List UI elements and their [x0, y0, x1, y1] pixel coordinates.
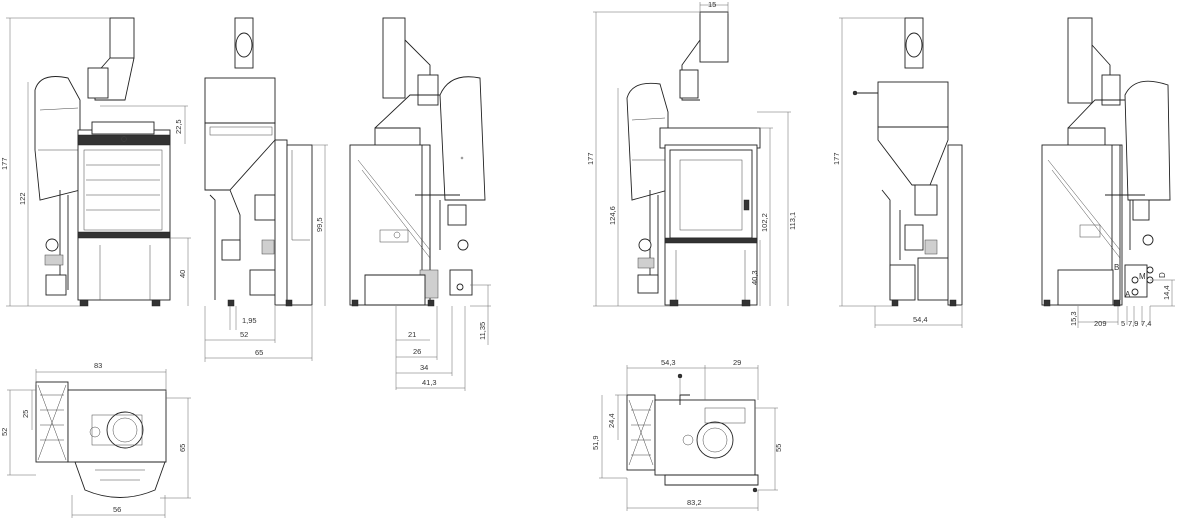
dim-52-a: 52 — [240, 330, 248, 339]
view-side-left-hopper: 177 122 22,5 40 — [0, 17, 191, 307]
view-top-left: 83 25 52 65 56 — [0, 361, 191, 518]
dim-21: 21 — [408, 330, 416, 339]
dim-65-b: 65 — [178, 444, 187, 452]
dim-124-6: 124,6 — [608, 206, 617, 225]
connection-label-a: A — [1125, 290, 1131, 299]
dim-5: 5 — [1121, 319, 1125, 328]
dim-14-4: 14,4 — [1162, 285, 1171, 300]
view-side-right-hopper: 21 26 34 41,3 11,35 — [349, 17, 491, 391]
dim-56: 56 — [113, 505, 121, 514]
dim-102-2: 102,2 — [760, 213, 769, 232]
dim-29: 29 — [733, 358, 741, 367]
view-front-cone: 177 54,4 — [832, 17, 963, 328]
view-top-middle: 54,3 29 24,4 51,9 55 83,2 — [591, 358, 783, 511]
dim-1-95: 1,95 — [242, 316, 257, 325]
connection-label-d: D — [1158, 272, 1167, 278]
dim-7-9: 7,9 — [1128, 319, 1138, 328]
dim-113-1: 113,1 — [788, 212, 797, 230]
dim-24-4: 24,4 — [607, 413, 616, 428]
dim-7-4: 7,4 — [1141, 319, 1151, 328]
dim-209: 209 — [1094, 319, 1107, 328]
dim-54-3: 54,3 — [661, 358, 676, 367]
dim-15: 15 — [708, 0, 716, 9]
dim-25: 25 — [21, 410, 30, 418]
view-side-glass-door: 15 177 124,6 102,2 113,1 40,3 — [586, 0, 797, 307]
dim-55: 55 — [774, 444, 783, 452]
dim-99-5: 99,5 — [315, 217, 324, 232]
dim-26: 26 — [413, 347, 421, 356]
dim-22-5: 22,5 — [174, 119, 183, 134]
dim-51-9: 51,9 — [591, 435, 600, 450]
dim-177-c: 177 — [832, 152, 841, 165]
dim-177-a: 177 — [0, 157, 9, 170]
connection-label-m: M — [1139, 272, 1146, 281]
dim-34: 34 — [420, 363, 428, 372]
dim-83-2: 83,2 — [687, 498, 702, 507]
connection-label-b: B — [1114, 263, 1119, 272]
dim-54-4: 54,4 — [913, 315, 928, 324]
dim-52-b: 52 — [0, 428, 9, 436]
dim-11-35: 11,35 — [478, 322, 487, 340]
view-side-right-second: B M A D 14,4 15,3 209 5 7,9 7,4 — [1041, 17, 1175, 328]
view-front-narrow: 99,5 1,95 52 65 — [204, 17, 328, 362]
dim-15-3: 15,3 — [1069, 311, 1078, 326]
dim-65-a: 65 — [255, 348, 263, 357]
dim-122: 122 — [18, 192, 27, 205]
dim-177-b: 177 — [586, 152, 595, 165]
dim-41-3: 41,3 — [422, 378, 437, 387]
dim-40-3: 40,3 — [750, 270, 759, 285]
dim-40-a: 40 — [178, 270, 187, 278]
dim-83: 83 — [94, 361, 102, 370]
